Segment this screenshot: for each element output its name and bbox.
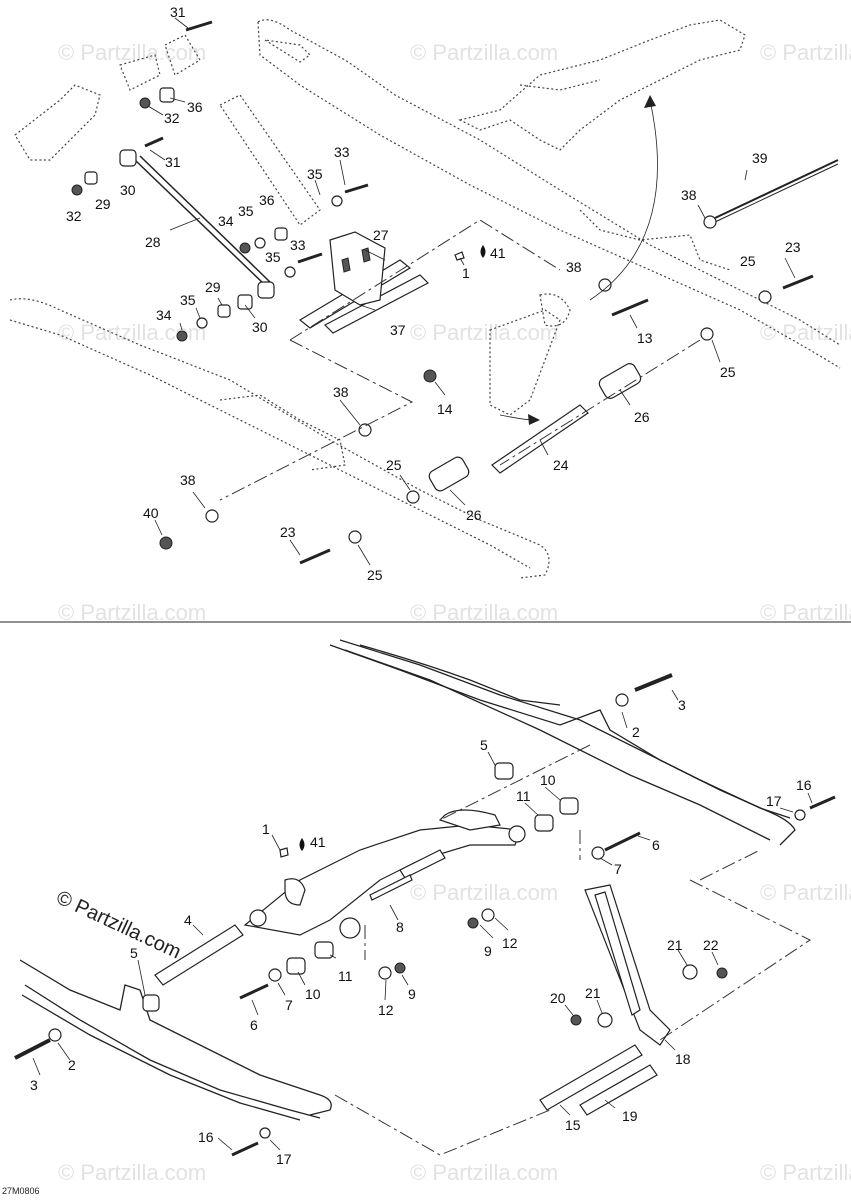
- part-label: 27: [373, 227, 389, 243]
- part-label: 1: [462, 265, 470, 281]
- watermark-text: © Partzilla.com: [410, 320, 558, 345]
- part-label: 36: [187, 99, 203, 115]
- part-label: 16: [198, 1129, 214, 1145]
- part-label: 11: [338, 968, 353, 984]
- part-label: 29: [205, 279, 221, 295]
- part-label: 11: [516, 788, 531, 804]
- part-label: 23: [280, 524, 296, 540]
- watermark-text: © Partzilla.com: [410, 880, 558, 905]
- part-label: 8: [396, 919, 404, 935]
- part-label: 23: [785, 239, 801, 255]
- watermark-text: © Partzilla.com: [760, 880, 851, 905]
- part-label: 38: [566, 259, 582, 275]
- watermark-text: © Partzilla.com: [58, 40, 206, 65]
- part-label: 34: [218, 213, 234, 229]
- part-label: 41: [490, 245, 506, 261]
- part-label: 3: [678, 697, 686, 713]
- part-label: 20: [550, 990, 566, 1006]
- part-label: 33: [334, 144, 350, 160]
- part-label: 30: [120, 182, 136, 198]
- watermark-text: © Partzilla.com: [760, 1160, 851, 1185]
- part-label: 26: [466, 507, 482, 523]
- bottom-assembly: [14, 639, 836, 1157]
- part-label: 25: [720, 364, 736, 380]
- part-label: 17: [276, 1151, 292, 1167]
- part-label: 35: [307, 166, 323, 182]
- part-label: 19: [622, 1108, 638, 1124]
- part-label: 2: [68, 1057, 76, 1073]
- part-label: 21: [585, 985, 601, 1001]
- watermark-text: © Partzilla.com: [410, 600, 558, 625]
- part-label: 18: [675, 1051, 691, 1067]
- drawing-code: 27M0806: [2, 1186, 40, 1196]
- part-label: 38: [681, 187, 697, 203]
- watermark-text: © Partzilla.com: [760, 600, 851, 625]
- part-label: 26: [634, 409, 650, 425]
- part-label: 16: [796, 777, 812, 793]
- part-label: 22: [703, 937, 719, 953]
- part-label: 32: [164, 110, 180, 126]
- part-label: 3: [30, 1077, 38, 1093]
- part-label: 4: [184, 912, 192, 928]
- part-label: 14: [437, 401, 453, 417]
- part-label: 39: [752, 150, 768, 166]
- part-label: 41: [310, 834, 326, 850]
- watermarks: © Partzilla.com © Partzilla.com © Partzi…: [58, 40, 851, 1185]
- part-label: 24: [553, 457, 569, 473]
- part-label: 12: [378, 1002, 394, 1018]
- brand-watermark: © Partzilla.com: [53, 887, 184, 964]
- part-label: 21: [667, 937, 683, 953]
- part-label: 40: [143, 505, 159, 521]
- part-label: 13: [637, 330, 653, 346]
- part-label: 25: [367, 567, 383, 583]
- part-label: 6: [652, 837, 660, 853]
- part-label: 15: [565, 1117, 581, 1133]
- part-label: 7: [285, 997, 293, 1013]
- part-label: 17: [766, 793, 782, 809]
- part-label: 1: [262, 821, 270, 837]
- watermark-text: © Partzilla.com: [410, 40, 558, 65]
- watermark-text: © Partzilla.com: [760, 320, 851, 345]
- part-label: 12: [502, 935, 518, 951]
- part-label: 31: [165, 154, 181, 170]
- watermark-text: © Partzilla.com: [760, 40, 851, 65]
- part-label: 5: [130, 945, 138, 961]
- part-label: 10: [540, 772, 556, 788]
- part-label: 7: [614, 861, 622, 877]
- part-label: 33: [290, 237, 306, 253]
- part-label: 34: [156, 307, 172, 323]
- part-label: 9: [408, 986, 416, 1002]
- part-label: 38: [333, 384, 349, 400]
- part-label: 10: [305, 986, 321, 1002]
- top-part-labels: 31 36 32 31 30 29 32 28 35 33 35 36 34 3…: [66, 4, 801, 583]
- part-label: 35: [265, 249, 281, 265]
- part-label: 6: [250, 1017, 258, 1033]
- part-label: 25: [740, 253, 756, 269]
- part-label: 29: [95, 196, 111, 212]
- part-label: 25: [386, 457, 402, 473]
- part-label: 2: [632, 724, 640, 740]
- watermark-text: © Partzilla.com: [58, 1160, 206, 1185]
- top-assembly: [9, 17, 841, 579]
- bottom-part-labels: 3 2 5 16 17 10 11 1 41 6 7 4 8 5 9 12 21…: [30, 697, 812, 1167]
- part-label: 35: [238, 203, 254, 219]
- part-label: 35: [180, 292, 196, 308]
- part-label: 30: [252, 319, 268, 335]
- part-label: 5: [480, 737, 488, 753]
- part-label: 32: [66, 208, 82, 224]
- part-label: 9: [484, 943, 492, 959]
- watermark-text: © Partzilla.com: [410, 1160, 558, 1185]
- part-label: 38: [180, 472, 196, 488]
- watermark-text: © Partzilla.com: [58, 600, 206, 625]
- part-label: 31: [170, 4, 186, 20]
- part-label: 37: [390, 322, 406, 338]
- part-label: 36: [259, 192, 275, 208]
- part-label: 28: [145, 234, 161, 250]
